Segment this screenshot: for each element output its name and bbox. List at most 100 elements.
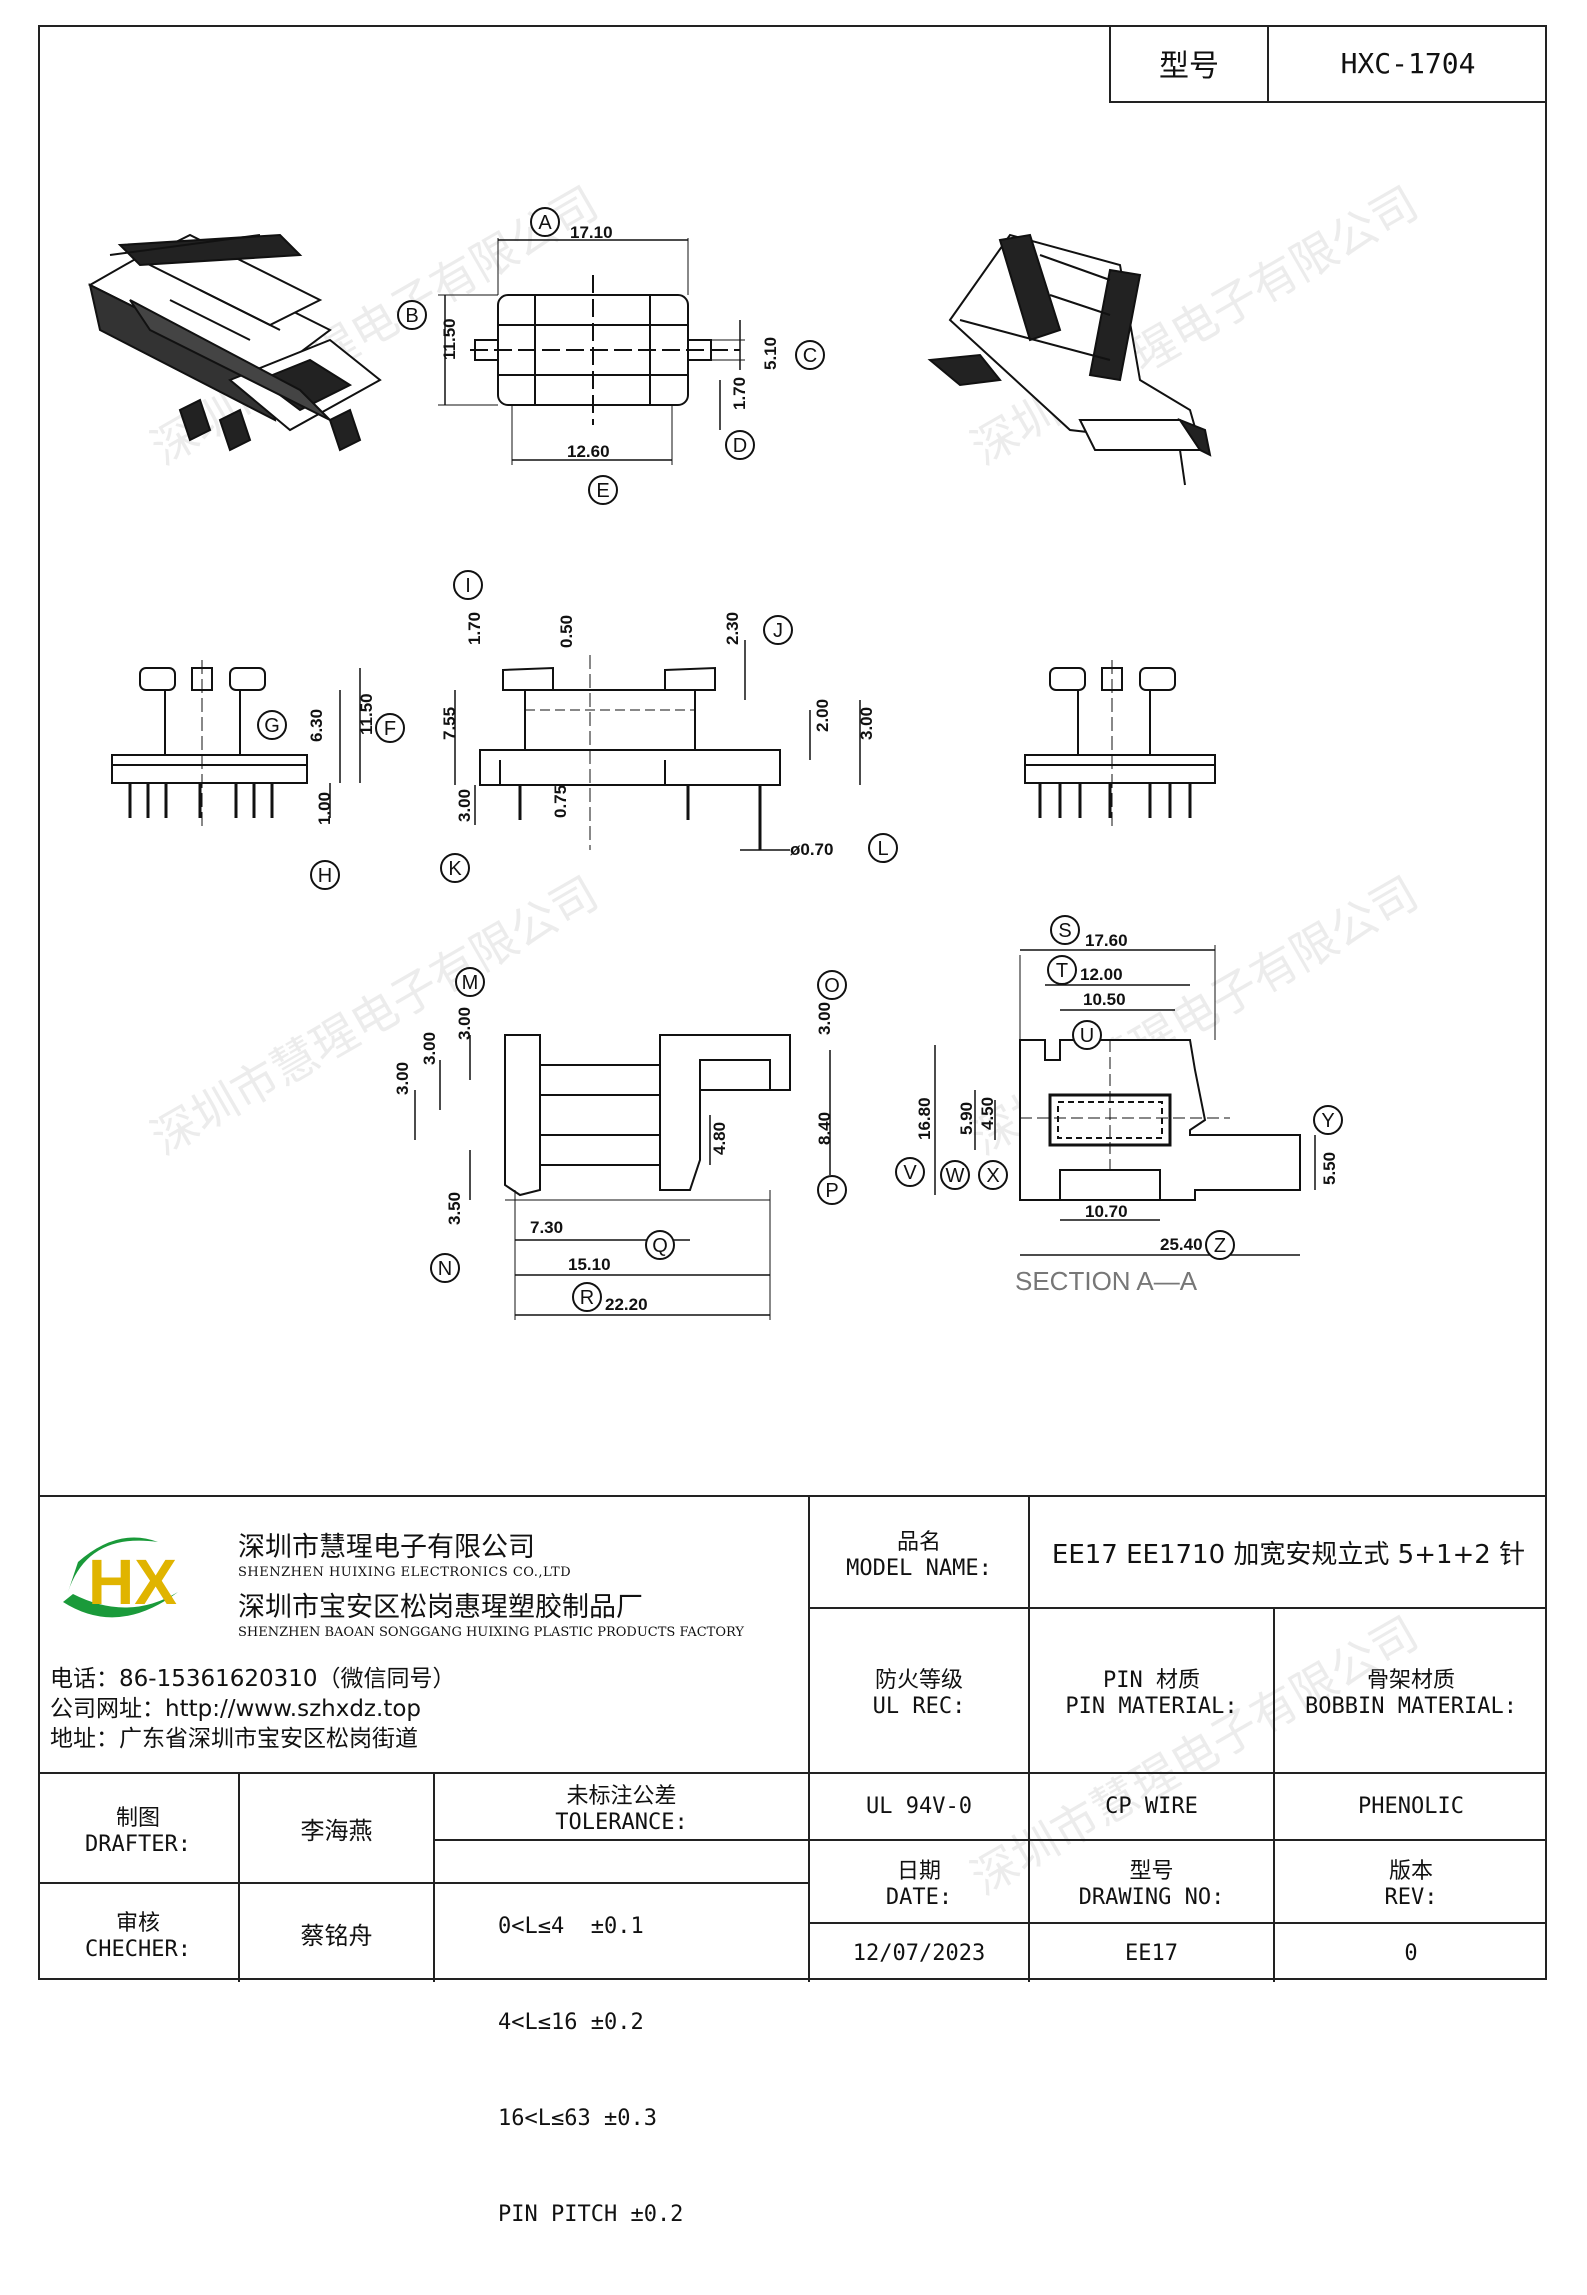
top-view [438, 238, 745, 465]
callout-label: Y [1321, 1110, 1334, 1132]
callout-circle [895, 1157, 925, 1187]
callout-circle [375, 713, 405, 743]
drafter-name: 李海燕 [300, 1816, 373, 1845]
callout-circle [455, 967, 485, 997]
company-name-en: SHENZHEN HUIXING ELECTRONICS CO.,LTD [238, 1565, 572, 1580]
callout-label: T [1056, 960, 1068, 982]
callout-circle [530, 207, 560, 237]
dim-W: 5.90 [957, 1102, 976, 1135]
drawing-no-value: EE17 [1125, 1940, 1178, 1966]
callout-label: Z [1214, 1235, 1226, 1257]
callout-circle [817, 970, 847, 1000]
tolerance-item: 4<L≤16 ±0.2 [498, 2010, 644, 2035]
callout-circle [763, 615, 793, 645]
bottom-view [414, 1034, 831, 1320]
tolerance-list: 0<L≤4 ±0.1 4<L≤16 ±0.2 16<L≤63 ±0.3 PIN … [498, 1847, 683, 2295]
callout-circle [1313, 1105, 1343, 1135]
section-view [934, 945, 1316, 1256]
company-phone: 电话：86-15361620310（微信同号） [50, 1666, 456, 1692]
callout-circle [940, 1160, 970, 1190]
dim-J: 2.30 [723, 612, 742, 645]
pin-material-label: PIN 材质 PIN MATERIAL: [1065, 1668, 1238, 1719]
dim-k2: 0.75 [551, 785, 570, 818]
bobbin-material-label: 骨架材质 BOBBIN MATERIAL: [1305, 1668, 1517, 1719]
company-web: 公司网址：http://www.szhxdz.top [50, 1696, 422, 1722]
callout-circle [453, 570, 483, 600]
section-title: SECTION A—A [1015, 1266, 1198, 1296]
dim-T: 12.00 [1080, 965, 1123, 984]
tolerance-item: 0<L≤4 ±0.1 [498, 1914, 644, 1939]
header-label: 型号 [1111, 25, 1269, 101]
rev-value: 0 [1404, 1940, 1418, 1966]
callout-label: E [596, 480, 609, 502]
callout-label: X [986, 1165, 999, 1187]
callout-circle [817, 1175, 847, 1205]
side-view [111, 660, 361, 830]
drawing-no-label: 型号 DRAWING NO: [1078, 1859, 1225, 1910]
factory-name-en: SHENZHEN BAOAN SONGGANG HUIXING PLASTIC … [238, 1625, 744, 1640]
date-label: 日期 DATE: [885, 1859, 953, 1910]
callout-label: C [803, 345, 817, 367]
callout-label: P [825, 1180, 838, 1202]
tolerance-item: 16<L≤63 ±0.3 [498, 2106, 657, 2131]
technical-drawing: 17.10 11.50 5.10 1.70 12.60 11.50 6.30 1… [87, 207, 1343, 1320]
model-name-value: EE17 EE1710 加宽安规立式 5+1+2 针 [1051, 1539, 1526, 1570]
dim-I: 1.70 [465, 612, 484, 645]
callout-label: Q [652, 1235, 668, 1257]
dim-P: 8.40 [815, 1112, 834, 1145]
callout-label: W [946, 1165, 965, 1187]
bobbin-material-value: PHENOLIC [1358, 1794, 1464, 1819]
ul-rec-label: 防火等级 UL REC: [872, 1668, 966, 1719]
dim-m3: 3.00 [393, 1062, 412, 1095]
title-block: HX 深圳市慧瑆电子有限公司 SHENZHEN HUIXING ELECTRON… [38, 1495, 1547, 2227]
callout-label: V [903, 1162, 917, 1184]
dim-E: 12.60 [567, 442, 610, 461]
dim-Z: 25.40 [1160, 1235, 1203, 1254]
drafter-label: 制图 DRAFTER: [85, 1805, 191, 1857]
callout-circle [795, 340, 825, 370]
header-box: 型号 HXC-1704 [1109, 25, 1547, 103]
dim-X: 4.50 [978, 1097, 997, 1130]
callout-label: D [733, 435, 747, 457]
dim-H: 1.00 [315, 792, 334, 825]
dim-S: 17.60 [1085, 931, 1128, 950]
rev-label: 版本 REV: [1384, 1859, 1438, 1910]
callout-circle [1047, 955, 1077, 985]
dim-j4: 3.00 [857, 707, 876, 740]
dim-G: 6.30 [307, 709, 326, 742]
tolerance-item: PIN PITCH ±0.2 [498, 2202, 684, 2227]
dim-m2: 3.00 [420, 1032, 439, 1065]
dim-z2: 10.70 [1085, 1202, 1128, 1221]
dim-i2: 0.50 [557, 615, 576, 648]
dim-Y: 5.50 [1320, 1152, 1339, 1185]
callout-circle [440, 853, 470, 883]
tolerance-label: 未标注公差 TOLERANCE: [555, 1784, 688, 1835]
rear-view [1024, 660, 1216, 830]
callout-label: J [773, 620, 783, 642]
callout-circle [1205, 1230, 1235, 1260]
callout-label: N [438, 1258, 452, 1280]
date-value: 12/07/2023 [852, 1940, 986, 1966]
dim-j2: 7.55 [440, 707, 459, 740]
callout-label: F [384, 718, 396, 740]
iso-view-left [87, 233, 382, 452]
ul-rec-value: UL 94V-0 [866, 1794, 972, 1819]
callout-label: H [318, 865, 332, 887]
callout-circle [978, 1160, 1008, 1190]
callout-label: S [1058, 920, 1071, 942]
callout-circle [572, 1282, 602, 1312]
dim-A: 17.10 [570, 223, 613, 242]
dim-K: 3.00 [455, 789, 474, 822]
drawing-frame [38, 25, 1547, 1980]
factory-name-cn: 深圳市宝安区松岗惠瑆塑胶制品厂 [238, 1592, 643, 1623]
company-name-cn: 深圳市慧瑆电子有限公司 [238, 1532, 535, 1563]
callout-circle [588, 475, 618, 505]
callout-circle [645, 1230, 675, 1260]
model-name-label: 品名 MODEL NAME: [846, 1529, 992, 1581]
dim-Q: 15.10 [568, 1255, 611, 1274]
callout-label: L [877, 838, 888, 860]
dim-N: 3.50 [445, 1192, 464, 1225]
callout-label: O [824, 975, 840, 997]
dim-R: 22.20 [605, 1295, 648, 1314]
front-view [454, 640, 861, 851]
